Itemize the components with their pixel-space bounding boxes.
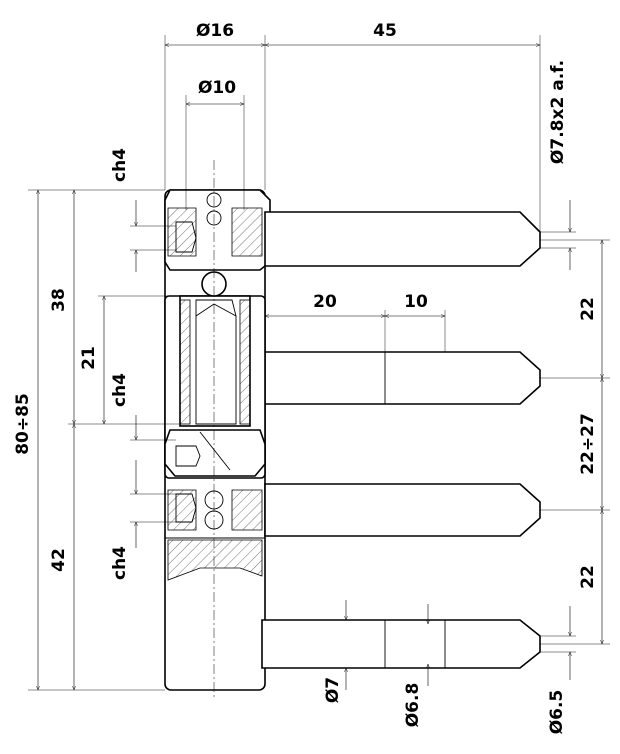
dimension-labels: Ø16 45 Ø10 Ø7.8x2 a.f. ch4 ch4 ch4 38 21… xyxy=(13,21,598,734)
label-overall-height: 80÷85 xyxy=(13,393,33,455)
label-pin-diameter-c: Ø6.5 xyxy=(547,690,567,735)
hinge-body xyxy=(164,160,541,700)
label-hex-middle: ch4 xyxy=(110,373,130,407)
label-inner-diameter: Ø10 xyxy=(198,78,236,98)
label-pitch-middle: 22÷27 xyxy=(578,413,598,475)
label-pin-diameter-a: Ø7 xyxy=(323,677,343,703)
label-upper-height: 38 xyxy=(49,288,69,312)
label-hex-top: ch4 xyxy=(110,148,130,182)
label-lower-height: 42 xyxy=(49,548,69,572)
label-step-long: 20 xyxy=(313,292,337,312)
label-hex-bottom: ch4 xyxy=(110,546,130,580)
label-pitch-top: 22 xyxy=(578,297,598,321)
label-pin-diameter-b: Ø6.8 xyxy=(403,683,423,728)
label-pin-length: 45 xyxy=(373,21,397,41)
label-across-flats: Ø7.8x2 a.f. xyxy=(548,60,568,164)
label-shaft-diameter: Ø16 xyxy=(196,21,234,41)
dimension-lines xyxy=(28,35,610,691)
label-step-short: 10 xyxy=(404,292,428,312)
label-pitch-bottom: 22 xyxy=(578,565,598,589)
label-upper-offset: 21 xyxy=(79,346,99,370)
